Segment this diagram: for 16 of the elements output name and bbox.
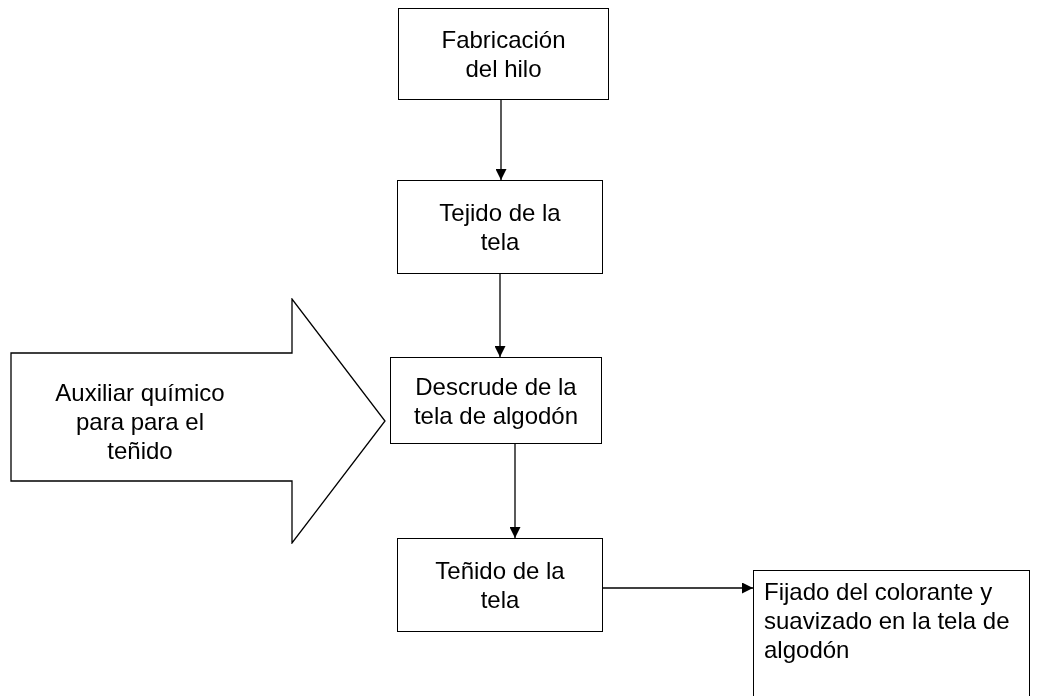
arrow	[509, 443, 521, 539]
arrow	[495, 99, 507, 181]
arrow	[602, 582, 754, 594]
process-box	[397, 538, 603, 632]
node-text: Descrude de la tela de algodón	[412, 371, 580, 430]
process-box	[398, 8, 609, 100]
node-text: Fijado del colorante y suavizado en la tela de algodón	[764, 577, 1011, 664]
node-text: Auxiliar químico para para el teñido	[54, 377, 226, 465]
node-text: Tejido de la tela	[438, 198, 562, 256]
node-text: Teñido de la tela	[434, 556, 566, 614]
process-box	[397, 180, 603, 274]
arrow	[494, 273, 506, 358]
block-arrow	[10, 298, 386, 544]
process-box	[390, 357, 602, 444]
node-text: Fabricación del hilo	[440, 25, 567, 83]
process-box	[753, 570, 1030, 696]
